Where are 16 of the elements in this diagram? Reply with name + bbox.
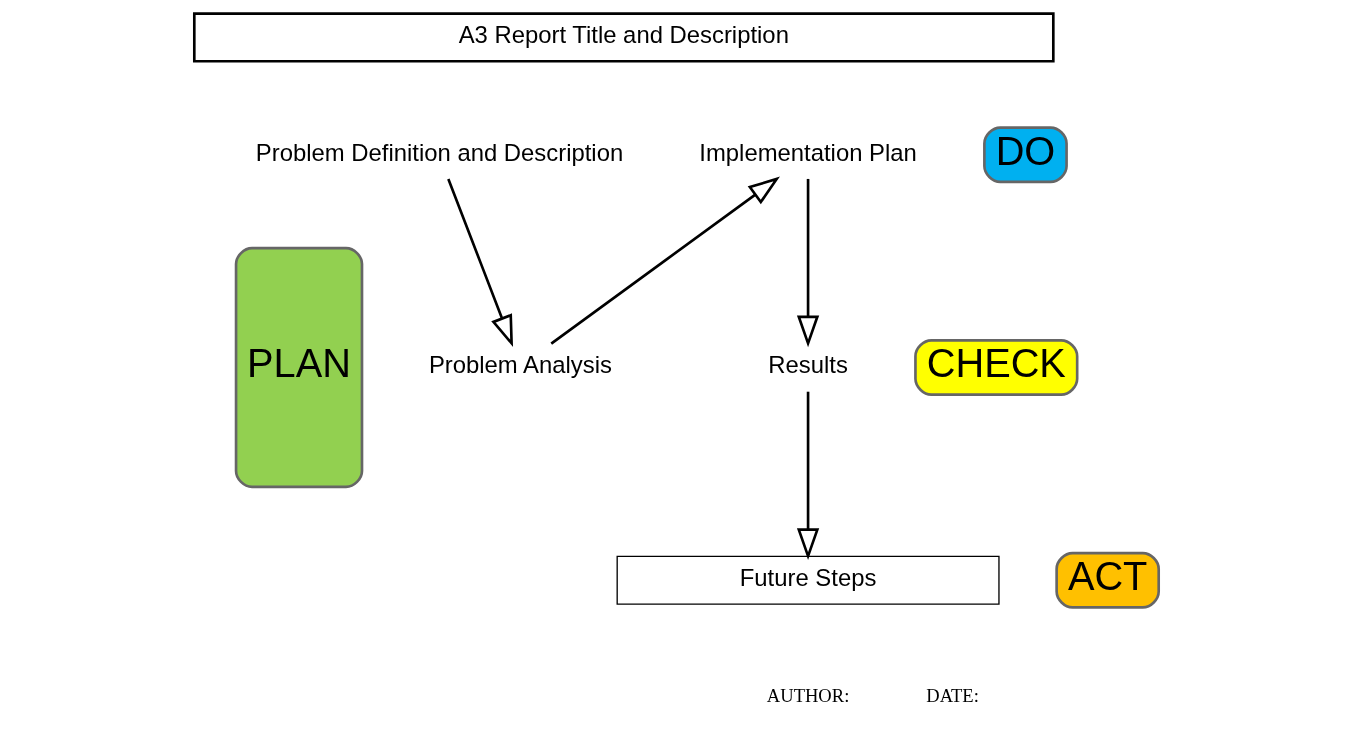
node-box: CHECK: [914, 339, 1079, 396]
arrow: [447, 178, 514, 348]
arrow: [550, 176, 780, 345]
node-box: A3 Report Title and Description: [192, 12, 1055, 63]
node-box: ACT: [1055, 551, 1161, 609]
node-box: Future Steps: [616, 555, 1000, 605]
label: AUTHOR:: [766, 685, 850, 707]
node-box: DO: [983, 126, 1068, 184]
node-text: Problem Definition and Description: [255, 138, 624, 166]
arrow: [796, 391, 820, 561]
node-text: Problem Analysis: [428, 351, 612, 379]
label: DATE:: [926, 685, 979, 707]
node-box: PLAN: [234, 246, 364, 489]
arrow: [796, 178, 820, 348]
node-text: Results: [768, 351, 848, 379]
node-text: Implementation Plan: [699, 138, 917, 166]
